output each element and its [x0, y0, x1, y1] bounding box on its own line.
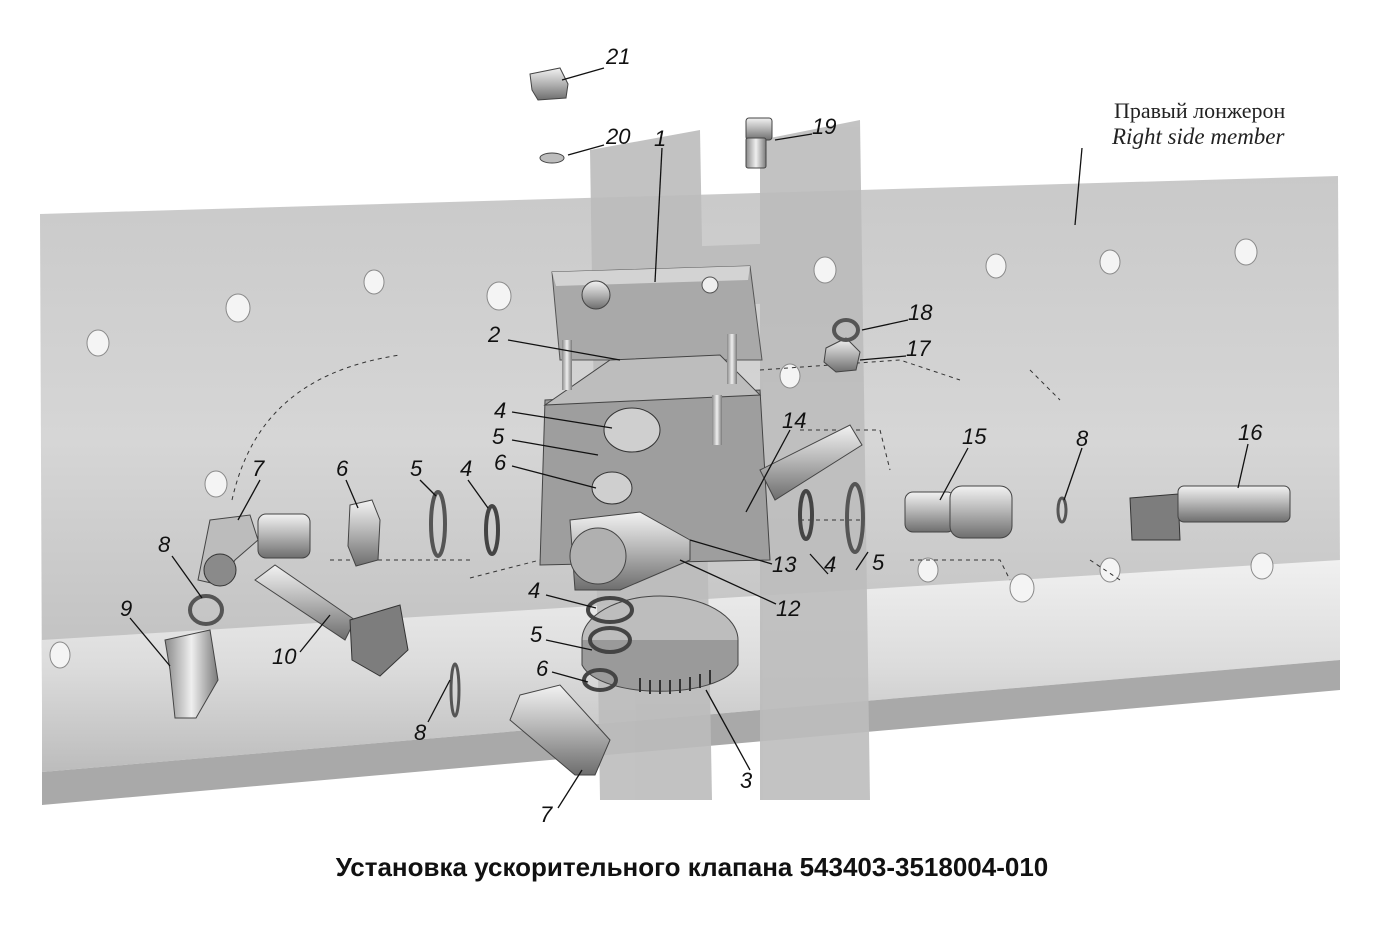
callout-20: 20 [605, 124, 631, 149]
housing-part [581, 595, 739, 694]
callout-labels: 21 20 1 19 18 17 2 4 5 6 14 15 8 16 7 6 … [120, 44, 1263, 827]
callout-7: 7 [540, 802, 553, 827]
diagram-title: Установка ускорительного клапана 543403-… [335, 852, 1049, 882]
callout-5: 5 [410, 456, 423, 481]
callout-5: 5 [872, 550, 885, 575]
callout-8: 8 [158, 532, 171, 557]
callout-15: 15 [962, 424, 987, 449]
callout-12: 12 [776, 596, 800, 621]
side-member-label-ru: Правый лонжерон [1114, 98, 1286, 123]
leader-lines [129, 67, 1249, 809]
callout-21: 21 [605, 44, 630, 69]
callout-5: 5 [530, 622, 543, 647]
rail-holes [49, 238, 1274, 669]
callout-4: 4 [824, 552, 836, 577]
callout-4: 4 [460, 456, 472, 481]
callout-18: 18 [908, 300, 933, 325]
callout-17: 17 [906, 336, 931, 361]
callout-5: 5 [492, 424, 505, 449]
callout-16: 16 [1238, 420, 1263, 445]
callout-14: 14 [782, 408, 806, 433]
callout-8: 8 [1076, 426, 1089, 451]
callout-4: 4 [528, 578, 540, 603]
callout-10: 10 [272, 644, 297, 669]
callout-1: 1 [654, 126, 666, 151]
callout-6: 6 [494, 450, 507, 475]
callout-7: 7 [252, 456, 265, 481]
callout-13: 13 [772, 552, 797, 577]
callout-6: 6 [336, 456, 349, 481]
callout-9: 9 [120, 596, 132, 621]
fittings [164, 67, 1291, 776]
bracket-part [551, 265, 763, 361]
callout-19: 19 [812, 114, 836, 139]
side-member-label-en: Right side member [1112, 124, 1285, 149]
callout-4: 4 [494, 398, 506, 423]
callout-8: 8 [414, 720, 427, 745]
callout-2: 2 [487, 322, 500, 347]
callout-3: 3 [740, 768, 753, 793]
callout-6: 6 [536, 656, 549, 681]
